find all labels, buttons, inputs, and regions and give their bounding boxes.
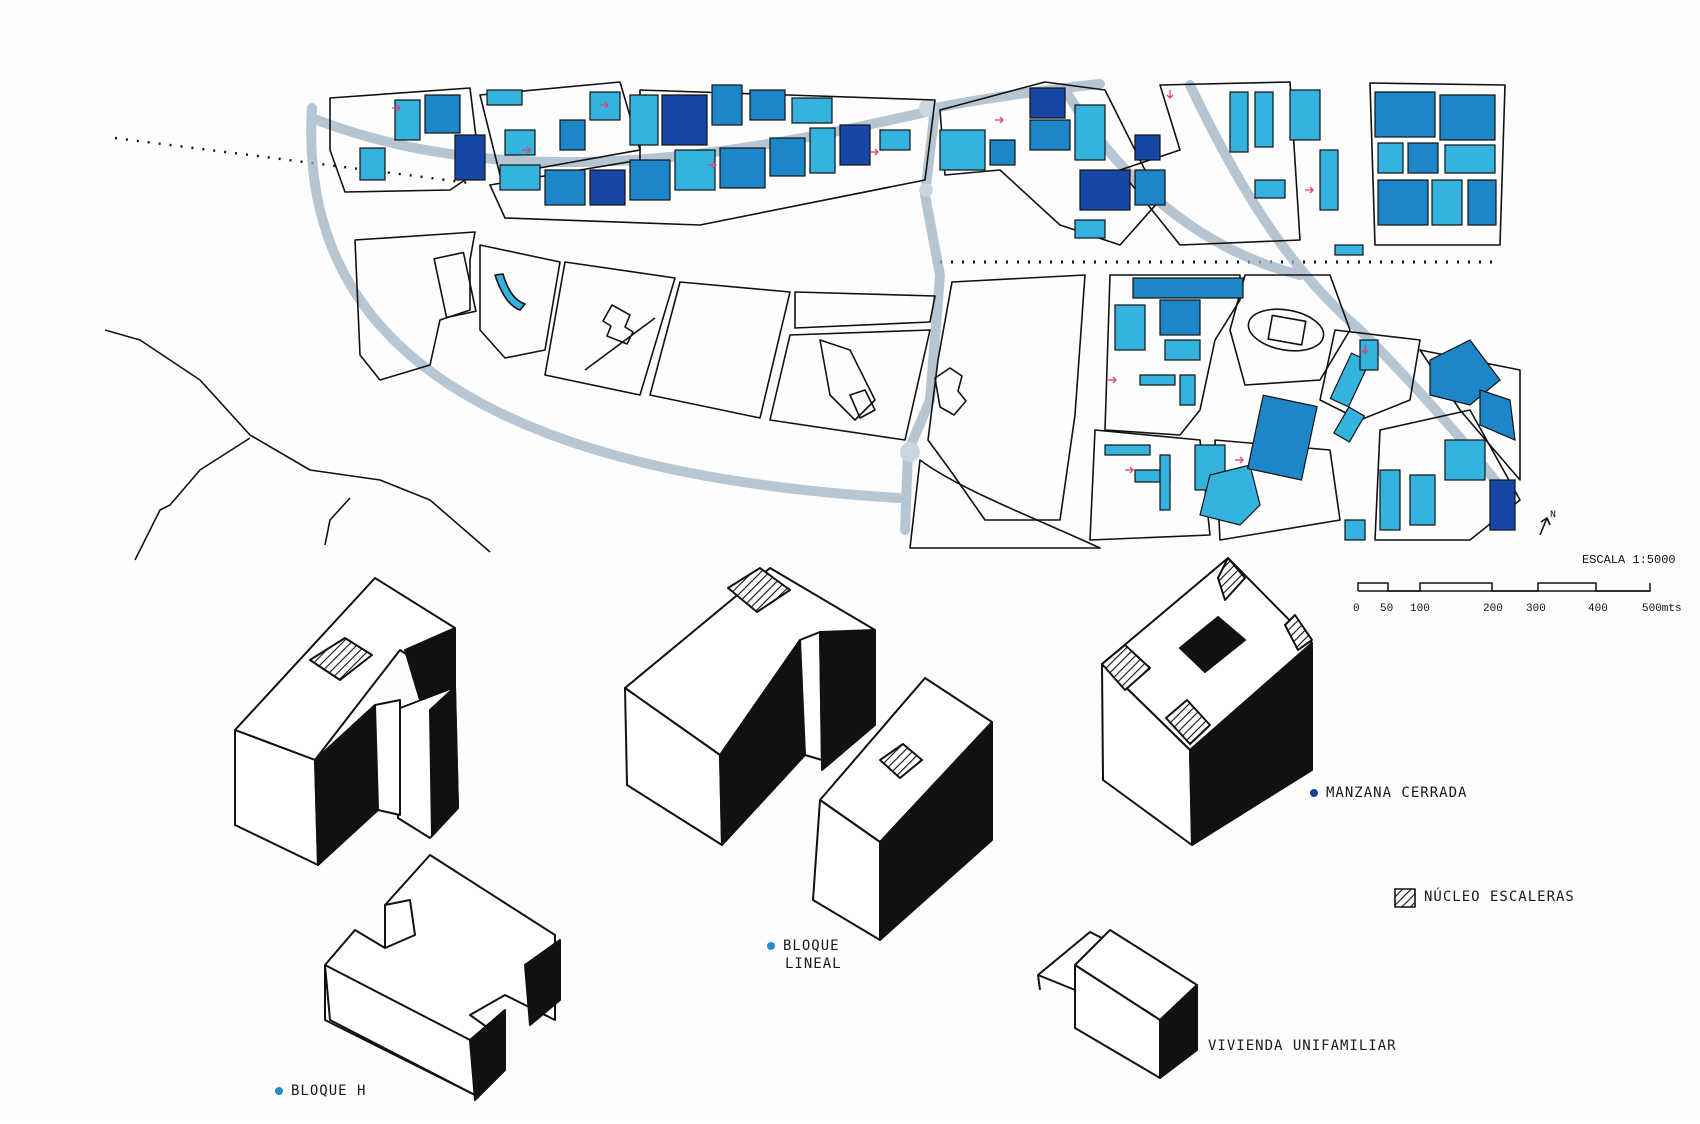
scale-tick-0: 0 <box>1353 603 1360 615</box>
plot-outline <box>354 231 476 381</box>
scale-title: ESCALA 1:5000 <box>1582 553 1676 567</box>
bloque-lineal-back-volume <box>624 567 876 846</box>
block-row-outline <box>939 81 1161 246</box>
block-row-outline <box>329 87 481 193</box>
plot-building <box>934 367 967 416</box>
marker-dot <box>275 1087 283 1095</box>
plot-building <box>849 389 876 419</box>
contour-line-2 <box>324 497 351 546</box>
scale-bar <box>1357 582 1651 592</box>
marker-dot <box>767 942 775 950</box>
manzana-cerrada-volume <box>1101 557 1313 846</box>
bloque-h-upper-volume <box>234 577 459 866</box>
plot-outline <box>927 274 1086 521</box>
bloque-h-text: BLOQUE H <box>291 1083 367 1099</box>
roundabout-north <box>919 99 937 117</box>
bloque-lineal-front-volume <box>812 677 993 941</box>
label-bloque-h: BLOQUE H <box>275 1083 366 1099</box>
bloque-lineal-text-2: LINEAL <box>785 956 842 972</box>
plot-outline <box>794 291 936 329</box>
block-row-outline <box>1119 81 1301 246</box>
plot-outline <box>479 244 561 359</box>
plot-outline <box>649 281 791 419</box>
nucleo-escaleras-text: NÚCLEO ESCALERAS <box>1424 889 1575 905</box>
vivienda-unifamiliar-volume <box>1037 929 1198 1079</box>
scale-tick-1: 50 <box>1380 603 1393 615</box>
hatch-square-icon <box>1394 888 1416 908</box>
scale-tick-labels: 0 50 100 200 300 400 500mts <box>1353 603 1682 615</box>
scale-tick-4: 300 <box>1526 603 1546 615</box>
plot-building <box>602 304 634 345</box>
northern-railway-line <box>114 136 471 185</box>
block-row-outline <box>489 89 936 226</box>
sports-track <box>1247 308 1325 352</box>
river-edge-line <box>104 329 491 553</box>
north-arrow-icon <box>1539 516 1551 536</box>
bloque-lineal-text-1: BLOQUE <box>783 938 840 954</box>
marker-dot <box>1310 789 1318 797</box>
scale-tick-5: 400 <box>1588 603 1608 615</box>
plot-building <box>819 339 876 421</box>
plot-outline <box>909 459 1101 549</box>
block-row-outline <box>1319 329 1421 421</box>
plot-curved-blocks <box>494 273 526 311</box>
plot-building <box>433 251 477 319</box>
label-nucleo-escaleras: NÚCLEO ESCALERAS <box>1424 889 1575 905</box>
bloque-h-lower-volume <box>324 854 561 1101</box>
manzana-cerrada-text: MANZANA CERRADA <box>1326 785 1468 801</box>
plot-diagonal <box>584 317 656 371</box>
built-blocks-fill <box>359 84 1516 541</box>
roundabout-mid <box>919 183 933 197</box>
contour-line-1 <box>134 437 251 561</box>
scale-tick-2: 100 <box>1410 603 1430 615</box>
block-row-outline <box>1089 429 1211 541</box>
label-manzana-cerrada: MANZANA CERRADA <box>1310 785 1467 801</box>
access-arrows <box>392 90 1369 474</box>
label-vivienda-unifamiliar: VIVIENDA UNIFAMILIAR <box>1208 1038 1397 1054</box>
sports-field <box>1267 314 1307 346</box>
label-bloque-lineal: BLOQUE LINEAL <box>767 937 842 973</box>
plot-outline <box>544 261 676 396</box>
roundabout-south <box>900 442 920 462</box>
plot-outline <box>769 329 931 441</box>
vivienda-unifamiliar-text: VIVIENDA UNIFAMILIAR <box>1208 1038 1397 1054</box>
scale-tick-6: 500mts <box>1642 603 1682 615</box>
block-row-outline <box>1369 82 1506 246</box>
north-label: N <box>1550 510 1556 521</box>
block-row-outline <box>1229 274 1351 386</box>
scale-tick-3: 200 <box>1483 603 1503 615</box>
